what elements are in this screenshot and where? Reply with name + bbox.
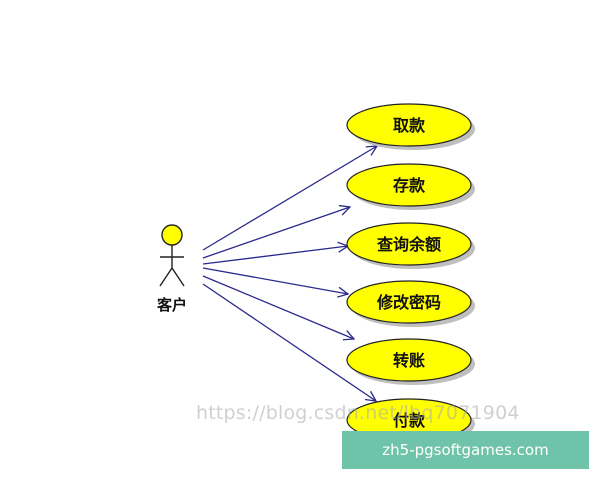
use-case-deposit: 存款 xyxy=(346,163,475,210)
actor: 客户 xyxy=(156,224,187,314)
use-case-label: 转账 xyxy=(393,351,425,370)
use-case-label: 查询余额 xyxy=(377,235,441,254)
associations xyxy=(202,146,377,401)
use-case-ellipse xyxy=(346,163,472,207)
use-case-transfer: 转账 xyxy=(346,338,475,385)
actor-head xyxy=(161,224,183,246)
use-case-change-password: 修改密码 xyxy=(346,280,475,327)
association-line xyxy=(202,283,376,401)
stick-figure-actor-icon xyxy=(159,224,185,287)
use-case-label: 付款 xyxy=(393,411,426,430)
site-banner-link[interactable]: zh5-pgsoftgames.com xyxy=(342,431,589,469)
use-case-withdraw: 取款 xyxy=(346,103,475,150)
use-case-label: 取款 xyxy=(393,116,426,135)
association-line xyxy=(202,207,350,259)
association-line xyxy=(202,275,354,339)
association-line xyxy=(202,267,348,294)
actor-left-leg xyxy=(159,267,173,287)
association-line xyxy=(202,246,348,265)
use-case-ellipse xyxy=(346,280,472,324)
use-case-query-balance: 查询余额 xyxy=(346,222,475,269)
association-line xyxy=(202,146,377,251)
actor-right-leg xyxy=(171,267,185,287)
use-case-ellipse xyxy=(346,103,472,147)
use-case-ellipse xyxy=(346,338,472,382)
use-case-label: 存款 xyxy=(393,176,426,195)
watermark-text: https://blog.csdn.net/lbq7071904 xyxy=(196,402,520,424)
use-case-ellipse xyxy=(346,222,472,266)
actor-label: 客户 xyxy=(156,296,187,314)
use-case-label: 修改密码 xyxy=(376,293,441,312)
